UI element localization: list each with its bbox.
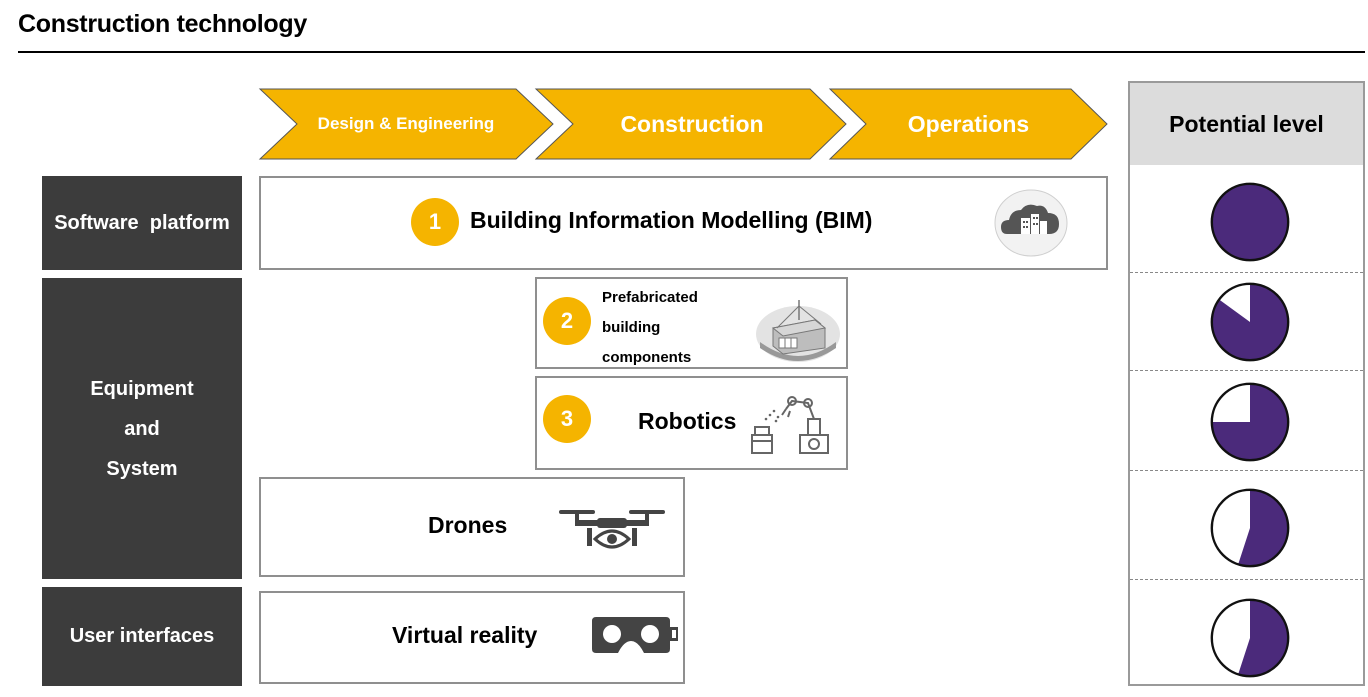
- label-line: Prefabricated: [602, 289, 698, 306]
- potential-pie-robotics: [1210, 382, 1290, 462]
- pie-outline: [1210, 382, 1290, 462]
- technology-label-prefab: Prefabricated building components: [602, 283, 698, 373]
- category-label-line: System: [106, 457, 178, 480]
- category-label-line: Equipment: [90, 377, 194, 400]
- stage-label-design: Design & Engineering: [317, 114, 495, 133]
- category-label-line: and: [124, 417, 160, 440]
- number-badge: 2: [543, 297, 591, 345]
- label-line: building: [602, 319, 661, 336]
- vr-headset-icon: [592, 617, 678, 653]
- pie-fill: [1211, 283, 1289, 361]
- potential-level-header: Potential level: [1130, 83, 1363, 165]
- category-label: Software platform: [54, 211, 230, 234]
- container-crane-icon: [756, 300, 840, 362]
- drone-icon: [559, 510, 665, 549]
- pie-outline: [1210, 282, 1290, 362]
- category-label: User interfaces: [69, 625, 215, 647]
- category-user-interfaces: User interfaces: [42, 587, 242, 686]
- number-badge: 3: [543, 395, 591, 443]
- title-divider: [18, 51, 1365, 53]
- technology-label-bim: Building Information Modelling (BIM): [470, 207, 873, 233]
- page-title: Construction technology: [18, 10, 307, 38]
- potential-pie-bim: [1210, 182, 1290, 262]
- potential-pie-drones: [1210, 488, 1290, 568]
- technology-bim: [259, 176, 1108, 270]
- pie-outline: [1210, 182, 1290, 262]
- pie-fill: [1238, 489, 1289, 567]
- row-divider: [1130, 370, 1363, 371]
- robot-arm-icon: [751, 396, 829, 454]
- technology-label-robotics: Robotics: [638, 408, 737, 434]
- category-equipment-system: Equipment and System: [42, 278, 242, 579]
- row-divider: [1130, 272, 1363, 273]
- cloud-buildings-icon: [994, 189, 1068, 257]
- row-divider: [1130, 470, 1363, 471]
- potential-pie-vr: [1210, 598, 1290, 678]
- pie-outline: [1210, 598, 1290, 678]
- potential-level-panel: Potential level: [1128, 81, 1365, 686]
- row-divider: [1130, 579, 1363, 580]
- technology-label-vr: Virtual reality: [392, 622, 538, 648]
- label-line: components: [602, 349, 692, 366]
- pie-fill: [1211, 183, 1289, 261]
- pie-outline: [1210, 488, 1290, 568]
- pie-fill: [1238, 599, 1289, 677]
- stage-label-construction: Construction: [620, 110, 764, 137]
- number-badge: 1: [411, 198, 459, 246]
- pie-fill: [1211, 383, 1289, 461]
- category-software-platform: Software platform: [42, 176, 242, 270]
- technology-label-drones: Drones: [428, 512, 508, 538]
- stage-label-operations: Operations: [907, 110, 1030, 137]
- potential-pie-prefab: [1210, 282, 1290, 362]
